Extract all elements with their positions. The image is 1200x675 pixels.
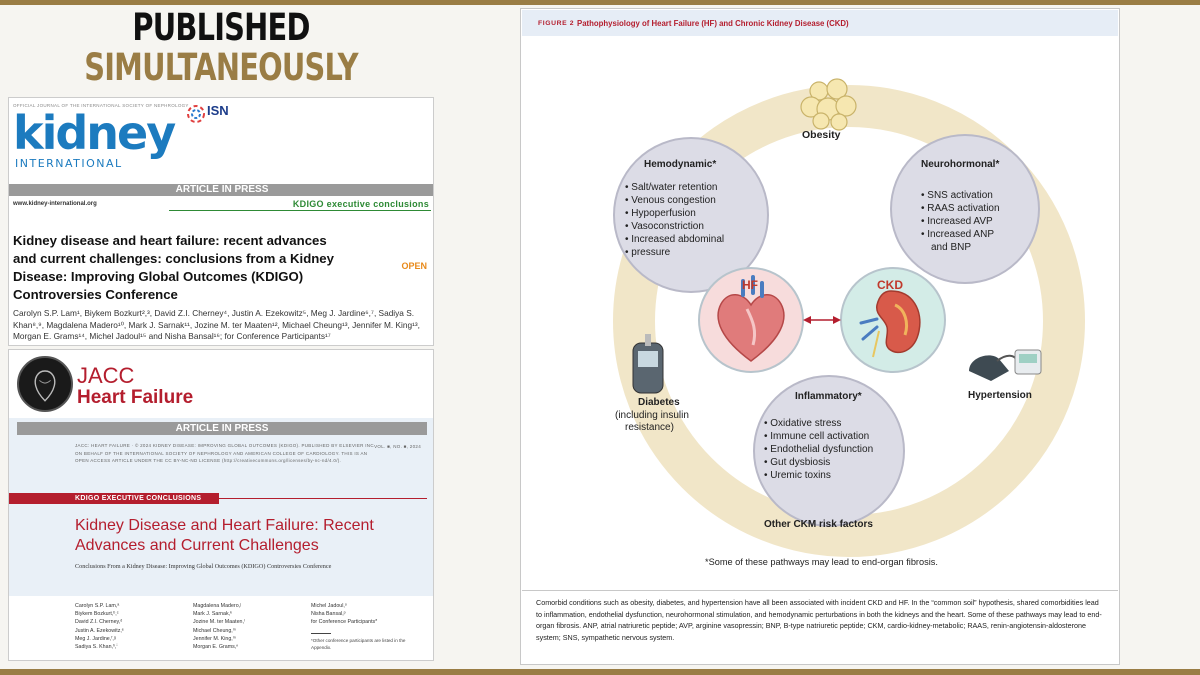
list-item: Salt/water retention [625,181,724,194]
figure-divider [522,590,1118,591]
diabetes-sub1: (including insulin [615,410,689,421]
top-gold-bar [0,0,1200,5]
isn-text: ISN [207,103,229,118]
ki-logo-sub: INTERNATIONAL [15,157,123,170]
jacc-note-rule [311,633,331,634]
jacc-meta: JACC: HEART FAILURE · © 2024 KIDNEY DISE… [75,442,375,465]
list-item: Uremic toxins [764,469,873,482]
author: Nisha Bansal,ᵖ [311,610,377,618]
list-item: Increased AVP [921,215,1000,228]
jacc-authors-col2: Magdalena Madero,ʲ Mark J. Sarnak,ᵏ Jozi… [193,602,245,651]
ki-section-rule [169,210,431,211]
diabetes-label: Diabetes [638,397,680,408]
list-item: SNS activation [921,189,1000,202]
author: David Z.I. Cherney,ᵈ [75,618,124,626]
diabetes-sub2: resistance) [625,422,674,433]
list-item: and BNP [921,241,1000,254]
jacc-article-subtitle: Conclusions From a Kidney Disease: Impro… [75,563,415,570]
list-item: Gut dysbiosis [764,456,873,469]
header-line1: PUBLISHED [55,8,387,48]
list-item: RAAS activation [921,202,1000,215]
list-item: Immune cell activation [764,430,873,443]
other-ckm-label: Other CKM risk factors [764,519,873,530]
figure-caption: Comorbid conditions such as obesity, dia… [536,597,1106,643]
author: Carolyn S.P. Lam,ᵃ [75,602,124,610]
list-item: Venous congestion [625,194,724,207]
ki-article-title: Kidney disease and heart failure: recent… [13,232,353,304]
ki-authors: Carolyn S.P. Lam¹, Biykem Bozkurt²,³, Da… [13,308,433,343]
list-item: Oxidative stress [764,417,873,430]
hf-label: HF [742,278,758,292]
author: Sadiya S. Khan,ʰ,ⁱ [75,643,124,651]
jacc-authors-col3: Michel Jadoul,ᵒ Nisha Bansal,ᵖ for Confe… [311,602,377,627]
list-item: Endothelial dysfunction [764,443,873,456]
hf-ckd-arrow [803,316,841,324]
ki-article-in-press: ARTICLE IN PRESS [9,184,434,196]
list-item: Hypoperfusion [625,207,724,220]
neurohormonal-title: Neurohormonal* [921,159,999,170]
jacc-note: *Other conference participants are liste… [311,638,421,651]
jacc-section-rule [219,498,427,499]
author: for Conference Participants* [311,618,377,626]
inflammatory-list: Oxidative stress Immune cell activation … [764,417,873,482]
figure-panel: FIGURE 2 Pathophysiology of Heart Failur… [520,8,1120,665]
author: Meg J. Jardine,ᶠ,ᵍ [75,635,124,643]
jacc-subname: Heart Failure [77,386,193,410]
ki-url: www.kidney-international.org [13,201,97,207]
figure-footnote: *Some of these pathways may lead to end-… [705,557,938,567]
author: Morgan E. Grams,ⁿ [193,643,245,651]
list-item: pressure [625,246,724,259]
author: Biykem Bozkurt,ᵇ,ᶜ [75,610,124,618]
pathophysiology-diagram [521,9,1121,589]
kidney-international-logo: kidney [13,108,174,158]
hemodynamic-list: Salt/water retention Venous congestion H… [625,181,724,259]
jacc-article-title: Kidney Disease and Heart Failure: Recent… [75,516,415,556]
kidney-international-article: OFFICIAL JOURNAL OF THE INTERNATIONAL SO… [8,97,434,346]
published-simultaneously-header: PUBLISHED SIMULTANEOUSLY [8,8,434,88]
ki-section-label: KDIGO executive conclusions [293,199,429,209]
author: Jennifer M. King,ᵐ [193,635,245,643]
inflammatory-title: Inflammatory* [795,391,862,402]
obesity-label: Obesity [802,129,841,141]
jacc-section-label: KDIGO EXECUTIVE CONCLUSIONS [9,493,219,504]
jacc-seal-icon [17,356,73,412]
blood-pressure-monitor-icon [969,350,1041,381]
author: Jozine M. ter Maaten,ˡ [193,618,245,626]
list-item: Increased abdominal [625,233,724,246]
bottom-gold-bar [0,669,1200,675]
author: Magdalena Madero,ʲ [193,602,245,610]
author: Justin A. Ezekowitz,ᵉ [75,627,124,635]
hypertension-label: Hypertension [968,390,1032,401]
neurohormonal-list: SNS activation RAAS activation Increased… [921,189,1000,254]
author: Michael Cheung,ᵐ [193,627,245,635]
jacc-heart-failure-article: JACC Heart Failure ARTICLE IN PRESS JACC… [8,349,434,661]
ckd-label: CKD [877,278,903,292]
hemodynamic-title: Hemodynamic* [644,159,716,170]
author: Mark J. Sarnak,ᵏ [193,610,245,618]
list-item-cont: pressure [631,247,670,258]
jacc-authors: Carolyn S.P. Lam,ᵃ Biykem Bozkurt,ᵇ,ᶜ Da… [9,596,434,661]
header-line2: SIMULTANEOUSLY [55,48,387,88]
jacc-authors-col1: Carolyn S.P. Lam,ᵃ Biykem Bozkurt,ᵇ,ᶜ Da… [75,602,124,651]
jacc-article-in-press: ARTICLE IN PRESS [17,422,427,435]
author: Michel Jadoul,ᵒ [311,602,377,610]
list-item: Vasoconstriction [625,220,724,233]
list-item: Increased ANP [921,228,1000,241]
jacc-volume: VOL. ■, NO. ■, 2024 [374,444,421,449]
jacc-name: JACC [77,364,134,388]
ki-open-badge: OPEN [401,261,427,271]
